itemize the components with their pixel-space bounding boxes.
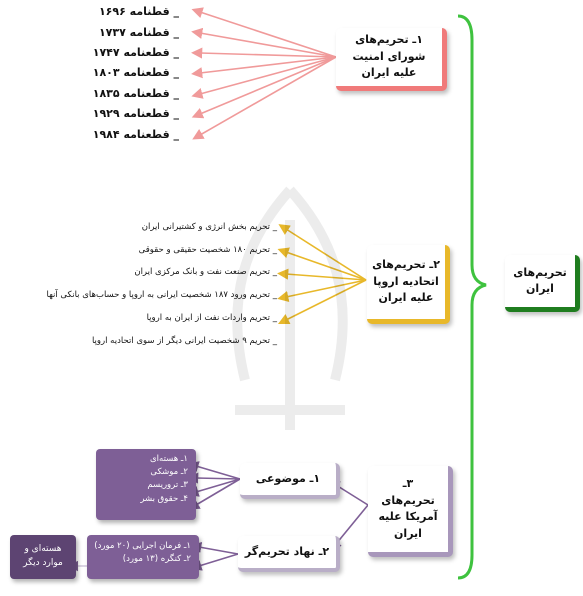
un-item: _ قطعنامه ۱۹۲۹: [92, 107, 179, 120]
un-box: ۱ـ تحریم‌های شورای امنیت علیه ایران: [336, 28, 447, 91]
eu-item: _ تحریم ۱۸۰ شخصیت حقیقی و حقوقی: [138, 245, 277, 255]
us-box: ۳ـ تحریم‌های آمریکا علیه ایران: [368, 466, 453, 557]
us-title: ۳ـ تحریم‌های آمریکا علیه ایران: [378, 477, 438, 540]
authority-item: ۲ـ کنگره (۱۳ مورد): [122, 554, 191, 565]
green-brace: [457, 14, 487, 580]
authority-extra-text: هسته‌ای و موارد دیگر: [23, 544, 63, 568]
topic-arrow-4: [188, 478, 241, 510]
eu-item: _ تحریم واردات نفت از ایران به اروپا: [146, 313, 277, 323]
eu-arrows: [277, 224, 367, 325]
eu-box: ۲ـ تحریم‌های اتحادیه اروپا علیه ایران: [367, 245, 450, 324]
un-item: _ قطعنامه ۱۸۰۳: [92, 66, 179, 79]
un-item: _ قطنامه ۱۷۳۷: [98, 26, 179, 39]
eu-item: _ تحریم ۹ شخصیت ایرانی دیگر از سوی اتحاد…: [91, 336, 277, 346]
authority-arrow-1: [190, 541, 239, 555]
authority-extra-box: هسته‌ای و موارد دیگر: [10, 535, 76, 579]
topic-item: ۳ـ تروریسم: [147, 480, 188, 491]
us-arrow-authority: [330, 504, 369, 551]
eu-arrow-5: [277, 279, 367, 325]
us-authority-box: ۲ـ نهاد تحریم‌گر: [238, 536, 340, 572]
authority-items-box: ۱ـ فرمان اجرایی (۲۰ مورد) ۲ـ کنگره (۱۳ م…: [87, 535, 199, 579]
un-arrow-2: [191, 27, 337, 58]
un-arrows: [191, 7, 337, 140]
authority-item: ۱ـ فرمان اجرایی (۲۰ مورد): [94, 541, 191, 551]
eu-arrow-3: [277, 268, 367, 281]
un-title: ۱ـ تحریم‌های شورای امنیت علیه ایران: [352, 33, 426, 80]
eu-arrow-4: [277, 279, 367, 303]
topic-item: ۲ـ موشکی: [150, 467, 188, 478]
us-topic-title: ۱ـ موضوعی: [255, 471, 321, 485]
root-box: تحریم‌های ایران: [505, 255, 580, 312]
un-arrow-7: [192, 56, 337, 140]
eu-arrow-1: [278, 224, 367, 281]
us-topic-box: ۱ـ موضوعی: [240, 463, 340, 499]
eu-arrow-2: [277, 247, 367, 281]
topic-item: ۱ـ هسته‌ای: [150, 454, 188, 464]
un-item: _ قطعنامه ۱۷۴۷: [92, 46, 179, 59]
topic-item: ۴ـ حقوق بشر: [140, 493, 188, 504]
us-arrows: [187, 461, 369, 571]
root-title: تحریم‌های ایران: [513, 265, 567, 296]
eu-item: _ تحریم ورود ۱۸۷ شخصیت ایرانی به اروپا و…: [46, 290, 277, 300]
eu-title: ۲ـ تحریم‌های اتحادیه اروپا علیه ایران: [372, 258, 440, 305]
us-arrow-topic: [328, 480, 369, 506]
un-item: _ قطعنامه ۱۸۳۵: [92, 87, 179, 100]
un-arrow-4: [191, 56, 337, 79]
un-arrow-1: [191, 7, 337, 58]
eu-item: _ تحریم بخش انرژی و کشتیرانی ایران: [141, 222, 277, 232]
authority-arrow-2: [190, 553, 239, 571]
topic-arrow-3: [187, 478, 241, 497]
un-item: _ قطعنامه ۱۹۸۴: [92, 128, 179, 141]
un-arrow-5: [191, 56, 337, 99]
topic-arrow-1: [187, 461, 241, 480]
un-arrow-3: [191, 47, 337, 59]
us-authority-title: ۲ـ نهاد تحریم‌گر: [244, 544, 330, 558]
un-item: _ قطنامه ۱۶۹۶: [98, 5, 179, 18]
topic-arrow-2: [187, 472, 241, 484]
eu-item: _ تحریم صنعت نفت و بانک مرکزی ایران: [134, 267, 277, 277]
topic-items-box: ۱ـ هسته‌ای ۲ـ موشکی ۳ـ تروریسم ۴ـ حقوق ب…: [96, 449, 196, 520]
un-arrow-6: [191, 56, 337, 119]
